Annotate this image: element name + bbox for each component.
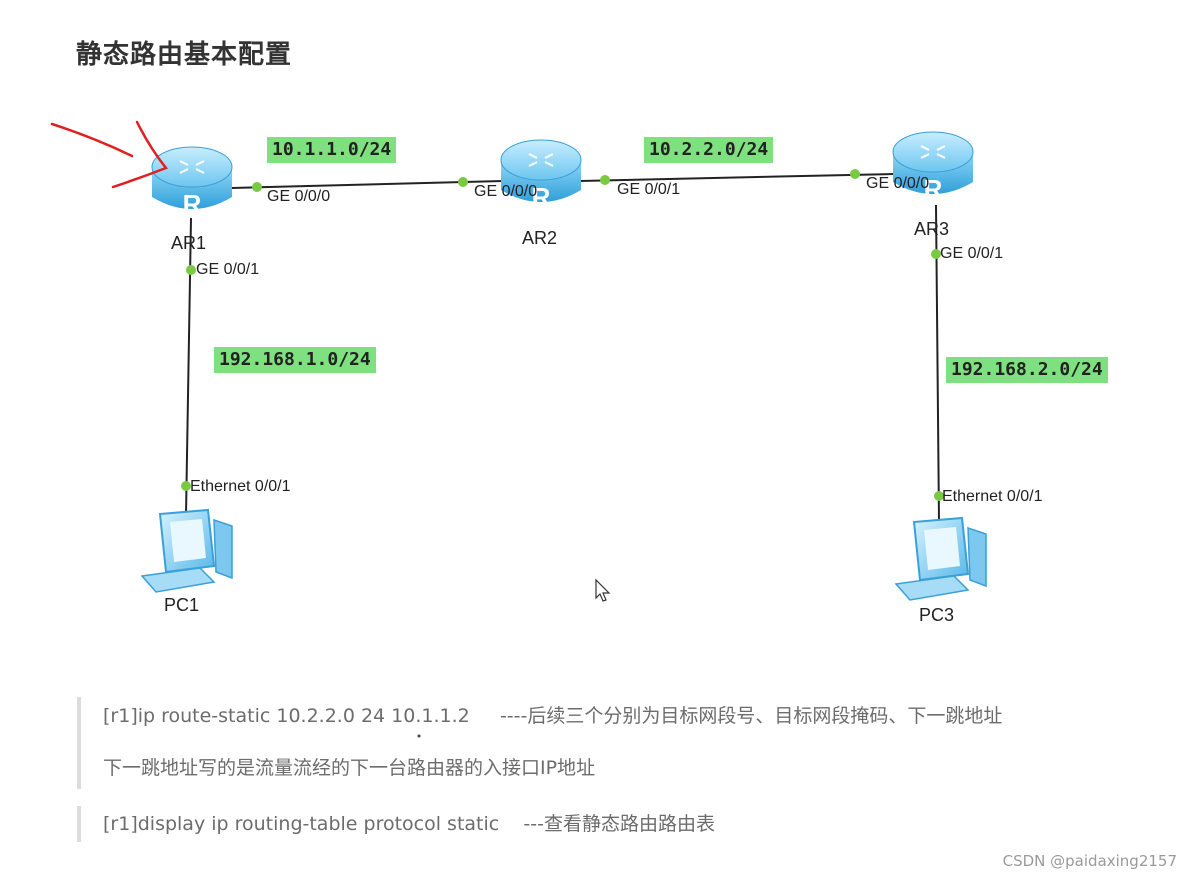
port-dot	[252, 182, 262, 192]
port-dot	[934, 491, 944, 501]
port-label: GE 0/0/1	[940, 245, 1004, 262]
dot-mark	[417, 734, 421, 738]
note-text: [r1]ip route-static 10.2.2.0 24 10.1.1.2…	[103, 705, 1003, 727]
device-label: PC1	[164, 595, 200, 615]
port-label: GE 0/0/0	[866, 175, 930, 192]
red-arrow-annotation	[50, 120, 169, 189]
port-dot	[931, 249, 941, 259]
router-icon-ar2: R	[500, 139, 582, 212]
page-title: 静态路由基本配置	[76, 40, 293, 70]
device-label: PC3	[919, 605, 955, 625]
command-note: [r1]ip route-static 10.2.2.0 24 10.1.1.2…	[77, 697, 1002, 789]
port-label: Ethernet 0/0/1	[942, 488, 1043, 505]
port-label: GE 0/0/0	[267, 188, 331, 205]
svg-text:R: R	[532, 182, 551, 212]
port-dot	[850, 169, 860, 179]
router-icon-ar1: R	[151, 146, 233, 219]
port-dot	[458, 177, 468, 187]
port-dot	[186, 265, 196, 275]
watermark: CSDN @paidaxing2157	[1002, 852, 1177, 870]
port-dot	[181, 481, 191, 491]
pc-icon-pc1	[140, 508, 233, 593]
port-dot	[600, 175, 610, 185]
device-label: AR3	[914, 219, 950, 239]
command-note: [r1]display ip routing-table protocol st…	[77, 806, 715, 842]
port-label: GE 0/0/0	[474, 183, 538, 200]
port-label: Ethernet 0/0/1	[190, 478, 291, 495]
port-label: GE 0/0/1	[196, 261, 260, 278]
router-icon-ar3: R	[892, 131, 974, 204]
network-label: 10.2.2.0/24	[644, 137, 774, 163]
svg-text:R: R	[183, 189, 202, 219]
port-label: GE 0/0/1	[617, 181, 681, 198]
network-label: 192.168.2.0/24	[946, 357, 1108, 383]
link-ar2-ar3	[579, 173, 894, 182]
cursor-icon	[595, 578, 611, 602]
network-label: 10.1.1.0/24	[267, 137, 397, 163]
link-ar1-ar2	[231, 180, 504, 189]
device-label: AR2	[522, 228, 558, 248]
network-label: 192.168.1.0/24	[214, 347, 376, 373]
svg-text:R: R	[924, 174, 943, 204]
link-ar1-pc1	[185, 217, 192, 516]
note-text: [r1]display ip routing-table protocol st…	[103, 813, 715, 835]
device-label: AR1	[171, 233, 207, 253]
note-text: 下一跳地址写的是流量流经的下一台路由器的入接口IP地址	[103, 757, 596, 779]
pc-icon-pc3	[894, 516, 987, 601]
